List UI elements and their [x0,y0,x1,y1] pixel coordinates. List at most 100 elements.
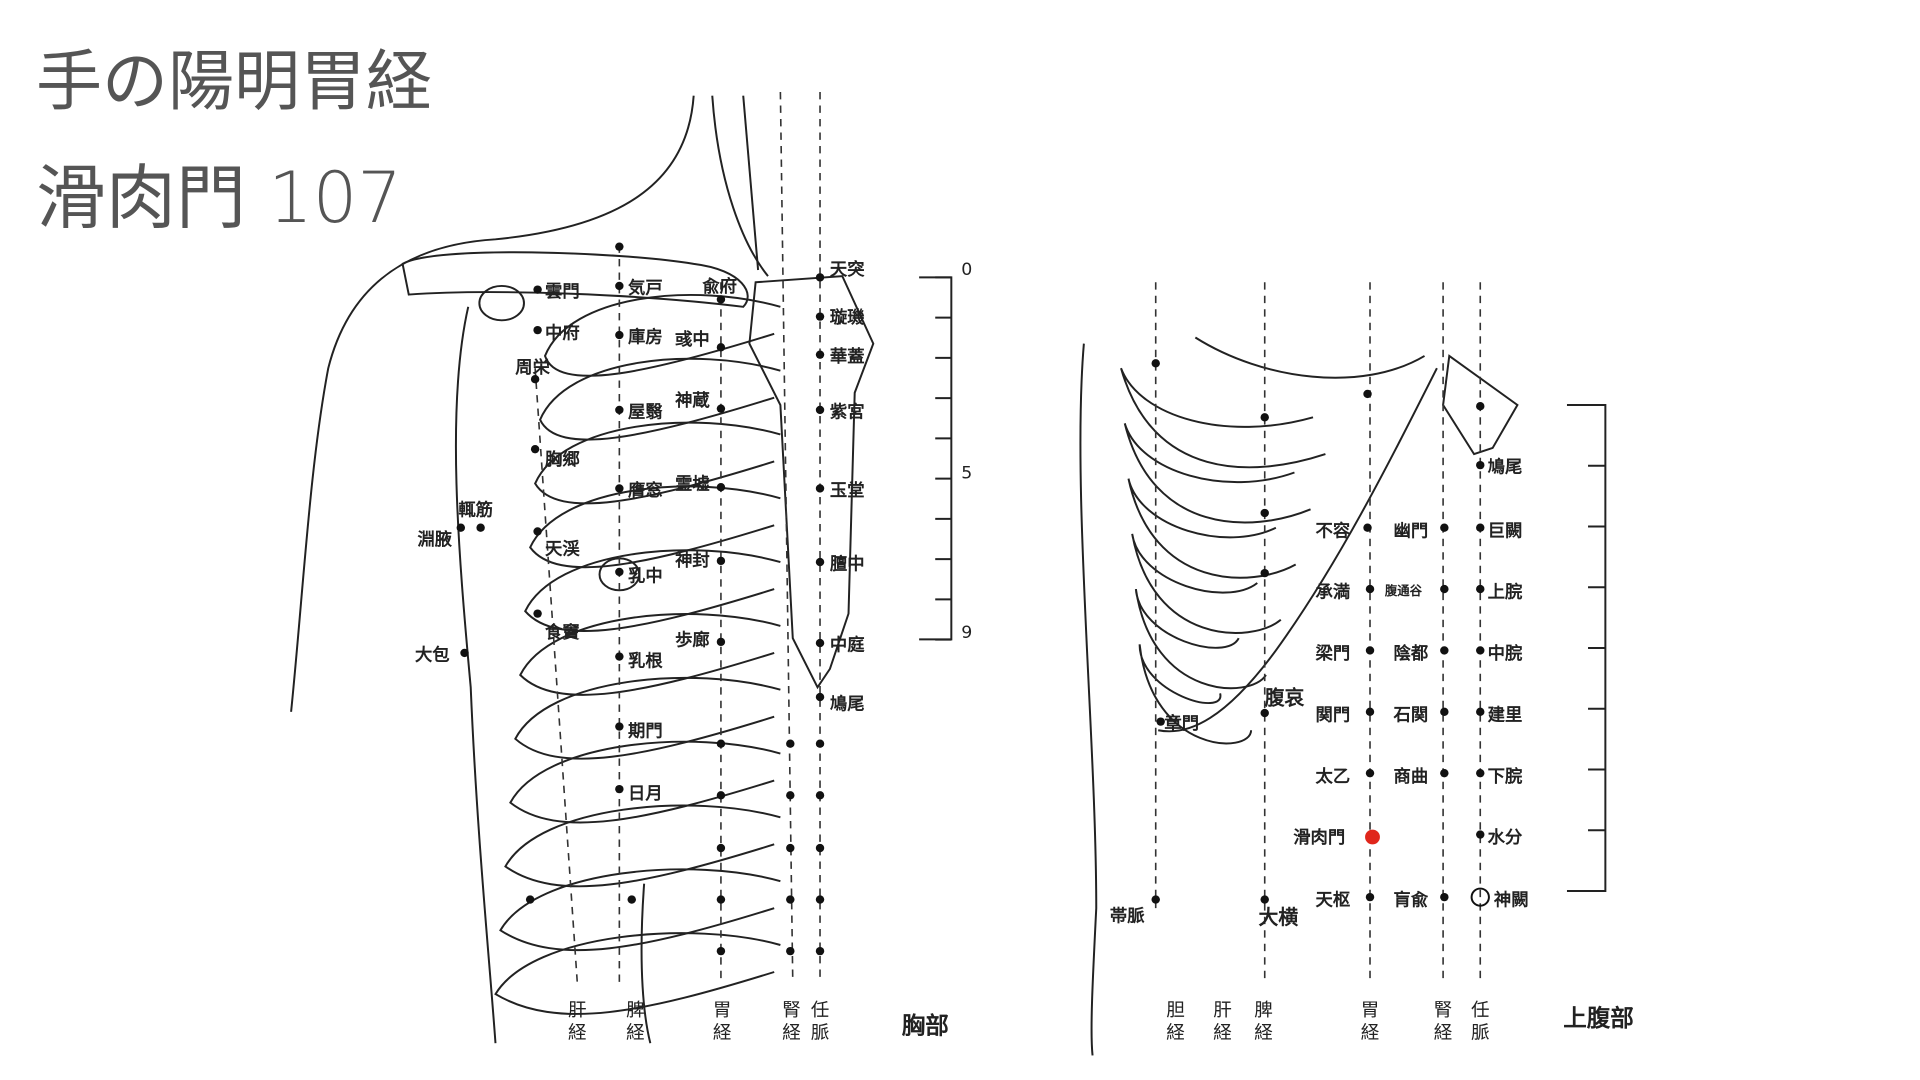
acupoint-dot [1440,769,1449,778]
acupoint-dot [1476,402,1485,411]
acupoint-dot [615,567,624,577]
abdomen-acupoint-label: 承満 [1316,582,1351,603]
acupoint-dot [1365,646,1375,655]
acupoint-dot [456,523,466,532]
abdomen-acupoint-label: 梁門 [1315,643,1351,664]
chest-meridian-label: 任脈 [811,1000,830,1043]
abdomen-acupoint-label: 天枢 [1316,890,1351,911]
abdomen-meridian-label: 腎経 [1434,1000,1453,1043]
chest-acupoint-label: 乳根 [628,650,663,671]
chest-acupoint-label: 期門 [628,721,663,741]
acupoint-dot [615,330,624,340]
acupoint-dot [1440,523,1449,532]
acupoint-dot [1363,523,1372,532]
chest-acupoint-label: 紫宮 [830,401,865,422]
acupoint-dot [815,484,825,493]
abdomen-acupoint-label: 腹哀 [1264,687,1305,710]
chest-acupoint-label: 胸郷 [545,449,580,470]
acupoint-dot [815,273,825,282]
acupoint-dot [1260,508,1269,518]
abdomen-acupoint-label: 肓兪 [1394,890,1429,911]
acupoint-dot [1260,708,1269,718]
acupoint-dot [716,343,726,352]
chest-acupoint-label: 膻中 [830,554,865,575]
acupoint-dot [786,791,795,800]
acupoint-dot [533,325,542,335]
chest-acupoint-label: 鳩尾 [830,693,865,714]
acupoint-title: 滑肉門 107 [36,157,402,239]
acupoint-dot [615,722,624,731]
acupoint-dot [1260,895,1269,904]
chest-meridian-label: 胃経 [713,1000,732,1043]
chest-meridian-label: 腎経 [782,1000,801,1043]
meridian-title: 手の陽明胃経 [36,43,432,120]
abdomen-acupoint-label: 鳩尾 [1488,457,1523,478]
abdomen-acupoint-label: 陰都 [1394,643,1429,664]
acupoint-dot [1440,646,1449,655]
chest-acupoint-label: 霊墟 [675,474,710,495]
chest-section-label: 胸部 [902,1011,949,1039]
chest-acupoint-label: 神蔵 [675,390,710,411]
acupoint-dot [815,350,825,359]
abdomen-acupoint-label: 下脘 [1488,766,1523,787]
chest-acupoint-label: 屋翳 [628,401,663,422]
abdomen-acupoint-label: 商曲 [1394,766,1429,787]
acupoint-dot [716,637,726,647]
acupoint-dot [716,739,726,748]
acupoint-dot [615,405,624,415]
acupoint-dot [476,523,485,532]
acupoint-dot [1156,717,1165,726]
chest-acupoint-label: 日月 [628,784,663,804]
chest-acupoint-label: 兪府 [701,276,737,297]
chest-acupoint-label: 気戸 [627,277,663,298]
abdomen-meridian-label: 脾経 [1254,1000,1273,1043]
abdomen-meridian-label: 胆経 [1166,1000,1185,1043]
scale-tick-label: 0 [961,260,972,280]
chest-meridian-label: 脾経 [626,1000,645,1043]
acupoint-dot [460,648,469,658]
abdomen-acupoint-label: 不容 [1316,520,1351,541]
acupoint-dot [1476,460,1485,470]
chest-acupoint-label: 庫房 [628,326,663,347]
acupoint-dot [1151,895,1160,904]
acupoint-dots [456,242,1490,956]
highlighted-acupoint-dot[interactable] [1365,829,1380,845]
scale-tick-label: 9 [961,623,972,643]
acupoint-dot [615,242,624,251]
abdomen-acupoint-label: 太乙 [1316,766,1351,787]
acupoint-dot [1365,584,1375,594]
chest-acupoint-label: 膺窓 [628,480,663,501]
abdomen-section-label: 上腹部 [1563,1004,1634,1032]
acupoint-dot [1476,707,1485,716]
acupoint-dot [786,946,795,956]
chest-acupoint-label: 歩廊 [675,630,710,651]
chest-acupoint-label: 雲門 [545,282,580,302]
abdomen-acupoint-label: 関門 [1316,705,1351,725]
acupoint-dot [716,404,726,413]
chest-acupoint-label: 華蓋 [830,346,865,367]
abdomen-acupoint-label: 上脘 [1488,582,1523,603]
scale-tick-label: 5 [961,464,972,484]
chest-acupoint-label: 輒筋 [458,500,493,521]
acupoint-dot [1151,359,1160,368]
acupoint-dot [615,652,624,661]
acupoint-dot [1476,646,1485,655]
acupoint-dot [815,895,825,904]
acupoint-dot [1260,568,1269,578]
abdomen-acupoint-label: 神闕 [1494,890,1529,911]
acupoint-dot [815,843,825,853]
acupoint-dot [1476,584,1485,594]
acupoint-dot [716,295,726,304]
chest-acupoint-label: 彧中 [675,329,710,350]
acupoint-dot [533,527,542,536]
acupoint-dot [1365,892,1375,902]
chest-acupoint-label: 神封 [675,550,710,571]
acupoint-dot [1365,769,1375,778]
acupoint-dot [1476,523,1485,532]
acupoint-dot [530,445,540,454]
abdomen-acupoint-label: 章門 [1164,713,1199,734]
acupoint-dot [815,312,825,321]
abdomen-acupoint-label: 建里 [1488,704,1523,725]
acupoint-dot [716,946,726,956]
